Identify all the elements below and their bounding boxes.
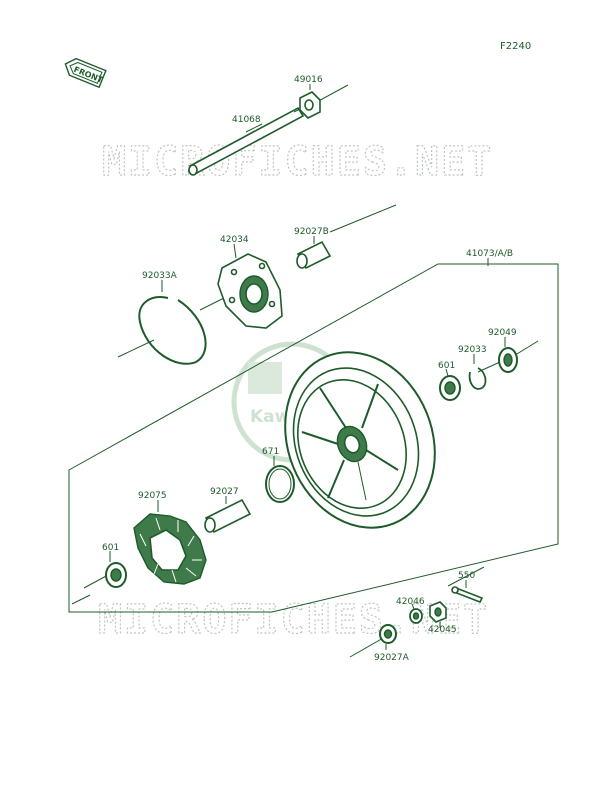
- rear-wheel: [284, 351, 436, 529]
- circlip: [468, 367, 487, 390]
- label-550: 550: [458, 571, 475, 581]
- label-42045: 42045: [428, 625, 457, 635]
- snap-ring-92033a: [138, 296, 207, 365]
- label-92027a: 92027A: [374, 653, 410, 663]
- label-92027b: 92027B: [294, 227, 329, 237]
- sprocket-coupling: [217, 253, 283, 329]
- front-arrow-icon: FRONT: [64, 57, 107, 89]
- label-41068: 41068: [232, 115, 261, 125]
- label-92049: 92049: [488, 328, 517, 338]
- ball-bearing-left: [105, 562, 127, 588]
- label-671: 671: [262, 447, 279, 457]
- nut-42045: [429, 601, 447, 623]
- label-601-left: 601: [102, 543, 119, 553]
- label-92075: 92075: [138, 491, 167, 501]
- washer-42046: [409, 608, 423, 624]
- label-49016: 49016: [294, 75, 323, 85]
- watermark-top: MICROFICHES.NET: [102, 139, 493, 185]
- label-92033a: 92033A: [142, 271, 178, 281]
- ball-bearing-right: [439, 375, 461, 401]
- coupling-damper: [133, 513, 207, 585]
- label-601-right: 601: [438, 361, 455, 371]
- collar-92027b: [296, 240, 332, 270]
- label-41073: 41073/A/B: [466, 249, 513, 259]
- label-42046: 42046: [396, 597, 425, 607]
- oil-seal: [498, 347, 518, 373]
- o-ring: [265, 465, 295, 503]
- collar-92027a: [379, 624, 397, 644]
- page-code: F2240: [500, 41, 531, 52]
- label-42034: 42034: [220, 235, 249, 245]
- collar-92027: [204, 498, 252, 534]
- label-92033: 92033: [458, 345, 487, 355]
- watermark-bottom: MICROFICHES.NET: [98, 597, 489, 643]
- cotter-pin: [451, 586, 484, 604]
- axle-nut: [299, 91, 321, 119]
- label-92027: 92027: [210, 487, 239, 497]
